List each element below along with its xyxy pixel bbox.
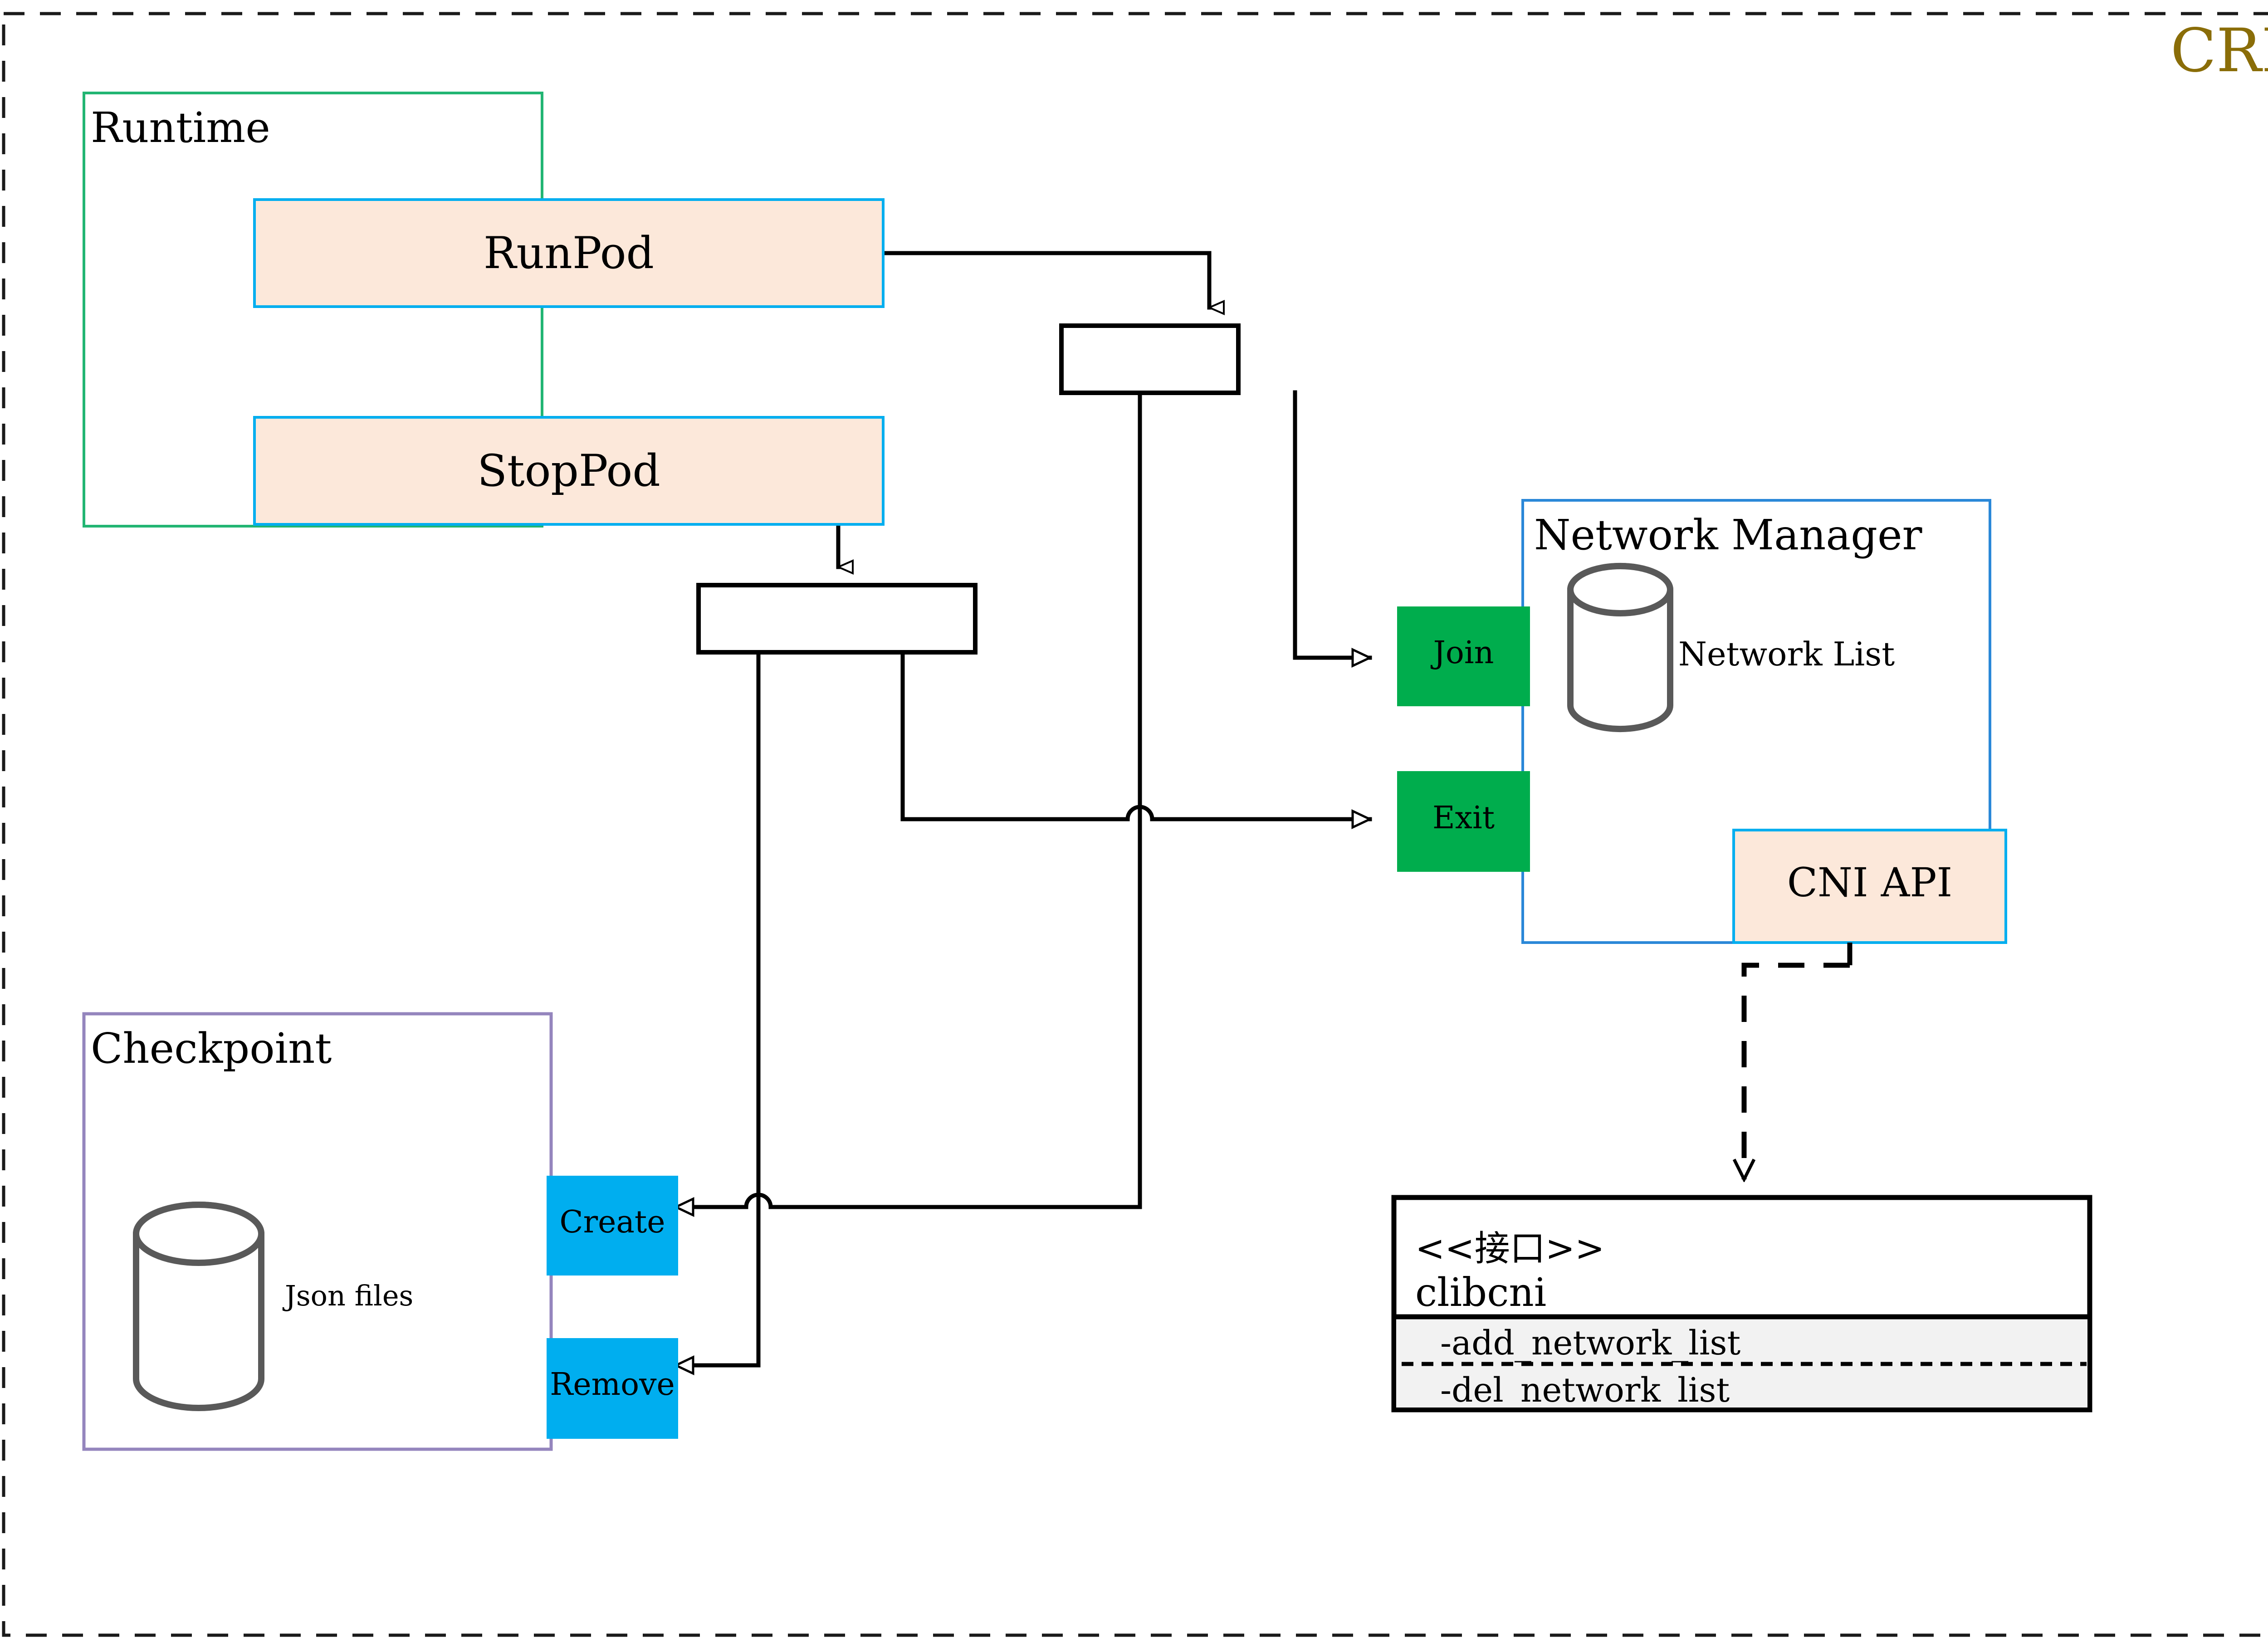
json-files-cylinder-shape [133, 1202, 264, 1411]
exit-label[interactable]: Exit [1432, 800, 1495, 836]
edge-botfork-right-to-exit [900, 626, 1372, 819]
clibcni-stereotype: <<接口>> [1415, 1228, 1605, 1269]
runpod-label[interactable]: RunPod [484, 228, 654, 279]
edge-runpod-to-fork [881, 251, 1209, 308]
runtime-package-label: Runtime [91, 103, 270, 152]
join-label[interactable]: Join [1433, 635, 1494, 671]
stoppod-label[interactable]: StopPod [477, 445, 660, 496]
create-label[interactable]: Create [559, 1204, 665, 1240]
checkpoint-package-label: Checkpoint [91, 1024, 332, 1073]
runpod-box [253, 198, 885, 308]
create-box [547, 1176, 678, 1276]
clibcni-method-del: -del_network_list [1440, 1371, 1730, 1410]
edge-to-create-arrow [674, 1192, 1142, 1207]
network-manager-package-label: Network Manager [1534, 511, 1922, 559]
clibcni-method-add: -add_network_list [1440, 1324, 1741, 1363]
clibcni-name: clibcni [1415, 1270, 1547, 1315]
outer-frame [2, 12, 2268, 1637]
edge-topfork-right-to-join [1293, 390, 1372, 658]
join-box [1397, 606, 1530, 706]
remove-box [547, 1338, 678, 1439]
json-files-label: Json files [285, 1279, 414, 1312]
cni-api-label[interactable]: CNI API [1787, 859, 1953, 906]
exit-box [1397, 771, 1530, 872]
cni-api-box [1732, 829, 2007, 944]
fork-bottom-bar [696, 583, 978, 655]
diagram-title: CRI [2170, 16, 2268, 86]
network-list-cylinder-shape [1567, 563, 1673, 732]
stoppod-box [253, 416, 885, 526]
remove-label[interactable]: Remove [550, 1367, 675, 1403]
fork-top-bar [1059, 323, 1241, 395]
network-list-label: Network List [1678, 635, 1895, 673]
edge-cniapi-to-clibcni-dashed [1744, 963, 1850, 1179]
